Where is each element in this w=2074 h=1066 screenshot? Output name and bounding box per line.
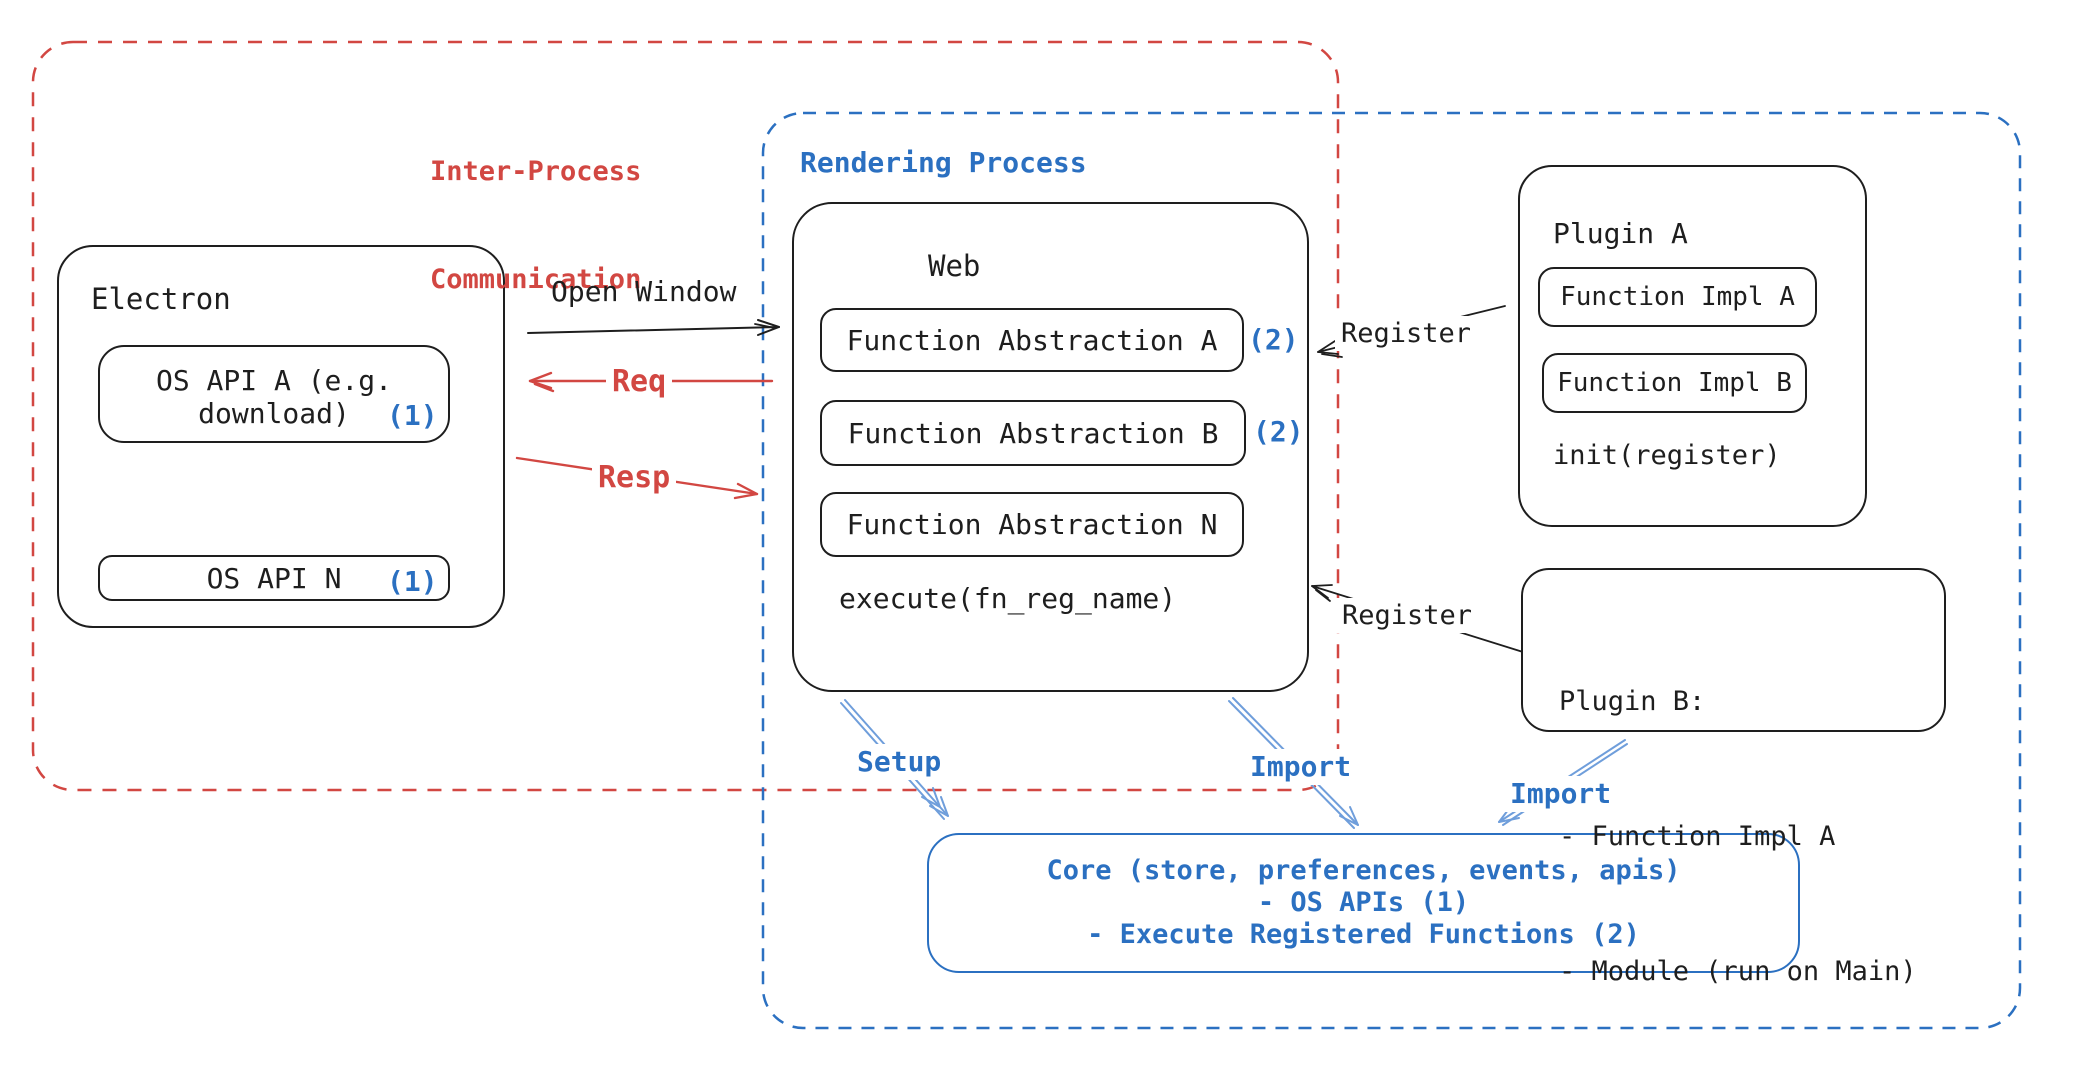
electron-title: Electron — [91, 282, 231, 316]
function-abstraction-a-box: Function Abstraction A — [820, 308, 1244, 372]
web-title: Web — [928, 249, 981, 283]
os-api-a-badge: (1) — [387, 399, 438, 432]
resp-label: Resp — [592, 459, 677, 498]
plugin-a-box — [1518, 165, 1867, 527]
plugin-b-text: Plugin B: - Function Impl A - Module (ru… — [1559, 589, 1917, 1066]
core-line1: Core (store, preferences, events, apis) — [1046, 855, 1681, 886]
plugin-a-init-label: init(register) — [1553, 440, 1781, 471]
register-bottom-label: Register — [1336, 598, 1479, 634]
setup-label: Setup — [851, 744, 948, 781]
function-impl-a-box: Function Impl A — [1538, 267, 1817, 327]
function-abstraction-b-box: Function Abstraction B — [820, 400, 1246, 466]
plugin-a-title: Plugin A — [1553, 217, 1688, 250]
function-abstraction-n-box: Function Abstraction N — [820, 492, 1244, 557]
os-api-n-label: OS API N — [206, 561, 342, 595]
import-web-label: Import — [1244, 749, 1358, 786]
ipc-boundary-box — [31, 40, 1340, 792]
plugin-b-title: Plugin B: — [1559, 686, 1706, 717]
import-plugin-label: Import — [1504, 776, 1618, 813]
os-api-a-label-line1: OS API A (e.g. — [155, 364, 392, 397]
ipc-label-line1: Inter-Process — [430, 156, 642, 187]
execute-label: execute(fn_reg_name) — [839, 582, 1177, 615]
function-abstraction-a-badge: (2) — [1248, 323, 1299, 356]
plugin-b-box — [1521, 568, 1946, 732]
open-window-label: Open Window — [551, 275, 737, 308]
rendering-boundary-box — [761, 111, 2022, 1030]
plugin-b-line1: - Function Impl A — [1559, 821, 1836, 852]
core-line3: - Execute Registered Functions (2) — [1087, 919, 1640, 950]
core-line2: - OS APIs (1) — [1257, 887, 1470, 918]
core-text: Core (store, preferences, events, apis) … — [929, 835, 1798, 971]
core-box: Core (store, preferences, events, apis) … — [927, 833, 1800, 973]
req-label: Req — [606, 363, 673, 402]
ipc-label-line2: Communication — [430, 264, 642, 295]
ipc-group-label: Inter-Process Communication — [430, 82, 641, 370]
os-api-n-box: OS API N (1) — [98, 555, 450, 601]
register-top-label: Register — [1335, 316, 1478, 352]
open-window-arrow — [527, 319, 780, 336]
os-api-a-box: OS API A (e.g. download) (1) — [98, 345, 450, 443]
function-impl-b-box: Function Impl B — [1542, 353, 1807, 413]
plugin-b-line2: - Module (run on Main) — [1559, 956, 1917, 987]
os-api-n-badge: (1) — [387, 565, 438, 598]
function-abstraction-b-badge: (2) — [1253, 415, 1304, 448]
rendering-group-label: Rendering Process — [800, 146, 1087, 179]
os-api-a-label-line2: download) — [198, 397, 350, 430]
